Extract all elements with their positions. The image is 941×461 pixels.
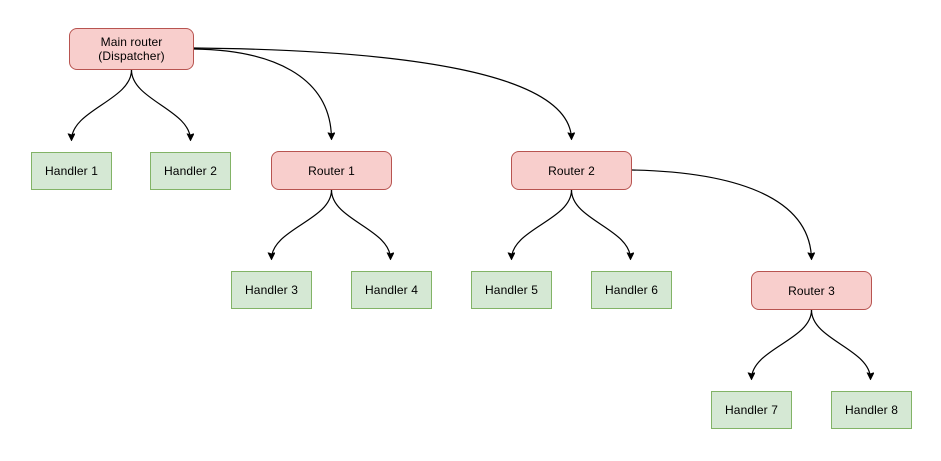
edge-main-r1 [193, 48, 332, 139]
edge-r3-h7 [752, 309, 813, 379]
node-handler-3[interactable]: Handler 3 [231, 271, 312, 309]
edge-r1-h4 [330, 189, 391, 259]
node-router-2[interactable]: Router 2 [511, 151, 632, 190]
node-handler-8[interactable]: Handler 8 [831, 391, 912, 429]
node-handler-6[interactable]: Handler 6 [591, 271, 672, 309]
edges-group [72, 47, 871, 379]
node-label-handler-1: Handler 1 [45, 164, 98, 178]
edge-r2-r3 [631, 169, 812, 259]
node-handler-5[interactable]: Handler 5 [471, 271, 552, 309]
node-label-router-2: Router 2 [548, 163, 595, 178]
node-label-handler-5: Handler 5 [485, 283, 538, 297]
node-handler-7[interactable]: Handler 7 [711, 391, 792, 429]
edge-main-h1 [72, 69, 133, 140]
node-label-main-router: Main router (Dispatcher) [98, 35, 165, 63]
node-handler-2[interactable]: Handler 2 [150, 152, 231, 190]
node-label-handler-3: Handler 3 [245, 283, 298, 297]
node-label-handler-6: Handler 6 [605, 283, 658, 297]
node-label-router-1: Router 1 [308, 163, 355, 178]
edge-r2-h6 [570, 189, 631, 259]
node-label-handler-8: Handler 8 [845, 403, 898, 417]
node-router-3[interactable]: Router 3 [751, 271, 872, 310]
node-handler-4[interactable]: Handler 4 [351, 271, 432, 309]
edge-main-h2 [130, 69, 191, 140]
node-label-handler-7: Handler 7 [725, 403, 778, 417]
node-router-1[interactable]: Router 1 [271, 151, 392, 190]
edge-r2-h5 [512, 189, 573, 259]
node-main-router[interactable]: Main router (Dispatcher) [69, 28, 194, 70]
edge-r1-h3 [272, 189, 333, 259]
node-label-handler-4: Handler 4 [365, 283, 418, 297]
node-handler-1[interactable]: Handler 1 [31, 152, 112, 190]
edge-r3-h8 [810, 309, 871, 379]
edge-main-r2 [193, 47, 572, 139]
node-label-router-3: Router 3 [788, 283, 835, 298]
node-label-handler-2: Handler 2 [164, 164, 217, 178]
